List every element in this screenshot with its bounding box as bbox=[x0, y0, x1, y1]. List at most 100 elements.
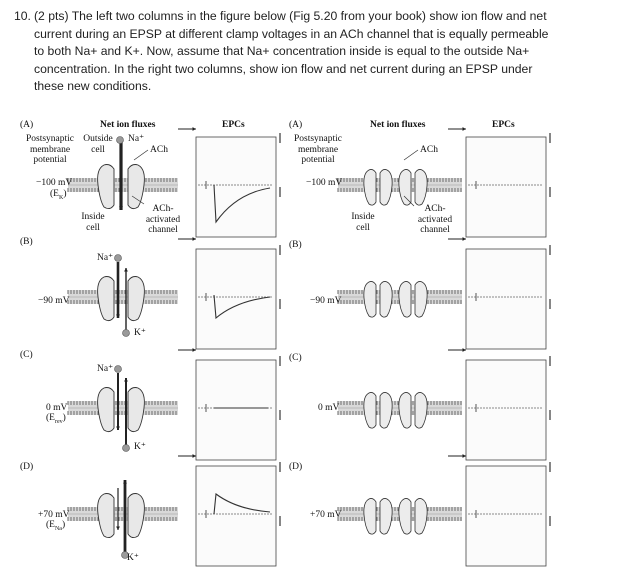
row-arrow-head bbox=[192, 127, 196, 131]
na-ion bbox=[114, 254, 122, 262]
question-line: to both Na+ and K+. Now, assume that Na+… bbox=[34, 44, 530, 59]
voltage-b-right: −90 mV bbox=[310, 296, 342, 306]
na-ion bbox=[116, 136, 124, 144]
k-ion bbox=[121, 551, 129, 559]
channel-subunit-left bbox=[97, 387, 115, 433]
channel-subunit-right bbox=[127, 493, 145, 539]
channel-subunit-right bbox=[127, 164, 145, 210]
question-line: these new conditions. bbox=[34, 79, 152, 94]
epc-graph-box bbox=[195, 248, 277, 350]
channel-subunit-right bbox=[379, 392, 393, 429]
row-label-b: (B) bbox=[20, 237, 33, 247]
channel-pointer bbox=[131, 195, 145, 205]
channel-subunit-right bbox=[414, 281, 428, 318]
epc-trace bbox=[213, 184, 271, 224]
row-label-c: (C) bbox=[20, 350, 33, 360]
header-net-ion-fluxes: Net ion fluxes bbox=[100, 120, 156, 130]
channel-subunit-right bbox=[414, 498, 428, 535]
na-ion-label-b: Na⁺ bbox=[97, 253, 114, 263]
question-text: 10. (2 pts) The left two columns in the … bbox=[14, 8, 574, 96]
channel-subunit-left bbox=[363, 281, 377, 318]
row-arrow-head bbox=[192, 454, 196, 458]
row-arrow-head bbox=[462, 237, 466, 241]
na-ion bbox=[114, 365, 122, 373]
ach-label: ACh bbox=[150, 145, 168, 155]
na-ion-label: Na⁺ bbox=[128, 134, 145, 144]
question-number: 10. bbox=[14, 9, 31, 23]
channel-subunit-right bbox=[414, 392, 428, 429]
question-line: (2 pts) The left two columns in the figu… bbox=[34, 9, 547, 23]
channel-subunit-left bbox=[97, 493, 115, 539]
row-arrow-head bbox=[462, 127, 466, 131]
na-influx-arrow-head bbox=[116, 314, 120, 318]
ach-label-right: ACh bbox=[420, 145, 438, 155]
k-efflux-arrow-head bbox=[124, 268, 128, 272]
k-efflux-arrow-head bbox=[124, 378, 128, 382]
question-line: current during an EPSP at different clam… bbox=[34, 26, 549, 41]
row-label-b-right: (B) bbox=[289, 240, 302, 250]
voltage-d-right: +70 mV bbox=[310, 510, 342, 520]
ach-pointer bbox=[403, 149, 419, 161]
header-epcs: EPCs bbox=[222, 120, 245, 130]
voltage-a-right: −100 mV bbox=[306, 178, 343, 188]
ach-pointer bbox=[133, 149, 149, 161]
voltage-c-sub: (Erev) bbox=[46, 413, 66, 425]
question-line: concentration. In the right two columns,… bbox=[34, 61, 533, 76]
channel-subunit-left bbox=[363, 498, 377, 535]
na-influx-arrow-head bbox=[116, 526, 120, 530]
row-arrow-head bbox=[192, 237, 196, 241]
epc-trace bbox=[213, 294, 271, 320]
k-ion-label-b: K⁺ bbox=[134, 328, 146, 338]
k-ion-label-c: K⁺ bbox=[134, 442, 146, 452]
channel-subunit-left bbox=[97, 164, 115, 210]
epc-graph-box bbox=[195, 359, 277, 461]
voltage-c-right: 0 mV bbox=[318, 403, 340, 413]
epc-graph-box bbox=[465, 465, 547, 567]
row-arrow-head bbox=[462, 348, 466, 352]
k-ion-label-d: K⁺ bbox=[127, 553, 139, 563]
channel-subunit-left bbox=[398, 281, 412, 318]
k-efflux-arrow-head bbox=[123, 480, 127, 484]
k-ion bbox=[122, 444, 130, 452]
channel-subunit-left bbox=[398, 392, 412, 429]
row-label-a: (A) bbox=[20, 120, 34, 130]
channel-subunit-left bbox=[363, 169, 377, 206]
channel-subunit-left bbox=[398, 169, 412, 206]
channel-subunit-right bbox=[127, 387, 145, 433]
channel-subunit-right bbox=[379, 498, 393, 535]
epc-graph-box bbox=[195, 465, 277, 567]
channel-subunit-right bbox=[379, 281, 393, 318]
na-influx-arrow-head bbox=[119, 206, 123, 210]
channel-subunit-left bbox=[97, 276, 115, 322]
na-ion-label-c: Na⁺ bbox=[97, 364, 114, 374]
k-ion bbox=[122, 329, 130, 337]
channel-subunit-left bbox=[363, 392, 377, 429]
channel-subunit-right bbox=[127, 276, 145, 322]
row-arrow-head bbox=[462, 454, 466, 458]
voltage-a: −100 mV bbox=[36, 178, 73, 188]
epc-graph-box bbox=[195, 136, 277, 238]
epc-graph-box bbox=[465, 359, 547, 461]
channel-pointer bbox=[403, 195, 415, 207]
na-influx-arrow-head bbox=[116, 426, 120, 430]
channel-subunit-right bbox=[414, 169, 428, 206]
row-label-a-right: (A) bbox=[289, 120, 303, 130]
row-label-d-right: (D) bbox=[289, 462, 303, 472]
voltage-b: −90 mV bbox=[38, 296, 70, 306]
voltage-c: 0 mV bbox=[46, 403, 68, 413]
row-label-d: (D) bbox=[20, 462, 34, 472]
row-arrow-head bbox=[192, 348, 196, 352]
epc-graph-box bbox=[465, 136, 547, 238]
channel-subunit-left bbox=[398, 498, 412, 535]
epc-trace bbox=[213, 492, 271, 515]
voltage-a-sub: (EK) bbox=[50, 189, 67, 201]
header-net-ion-fluxes-right: Net ion fluxes bbox=[370, 120, 426, 130]
